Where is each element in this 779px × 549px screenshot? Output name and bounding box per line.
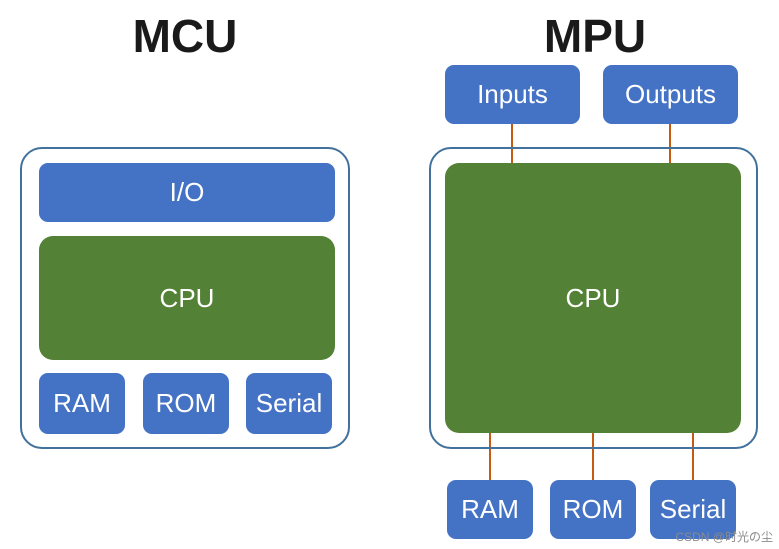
- mcu-rom-block: ROM: [143, 373, 229, 434]
- mcu-serial-block: Serial: [246, 373, 332, 434]
- mpu-chip-frame: [429, 147, 758, 449]
- mpu-serial-block: Serial: [650, 480, 736, 539]
- mcu-title: MCU: [132, 10, 238, 62]
- mcu-chip-frame: I/O CPU RAM ROM Serial: [20, 147, 350, 449]
- serial-connector-wire: [692, 432, 694, 480]
- mpu-ram-block: RAM: [447, 480, 533, 539]
- mpu-cpu-block: CPU: [445, 163, 741, 433]
- rom-connector-wire: [592, 432, 594, 480]
- outputs-connector-wire: [669, 124, 671, 164]
- mpu-rom-block: ROM: [550, 480, 636, 539]
- mcu-ram-block: RAM: [39, 373, 125, 434]
- inputs-connector-wire: [511, 124, 513, 164]
- mpu-title: MPU: [543, 10, 647, 62]
- mcu-io-block: I/O: [39, 163, 335, 222]
- mpu-inputs-block: Inputs: [445, 65, 580, 124]
- ram-connector-wire: [489, 432, 491, 480]
- mpu-outputs-block: Outputs: [603, 65, 738, 124]
- mcu-cpu-block: CPU: [39, 236, 335, 360]
- watermark-text: CSDN @时光の尘: [675, 530, 773, 544]
